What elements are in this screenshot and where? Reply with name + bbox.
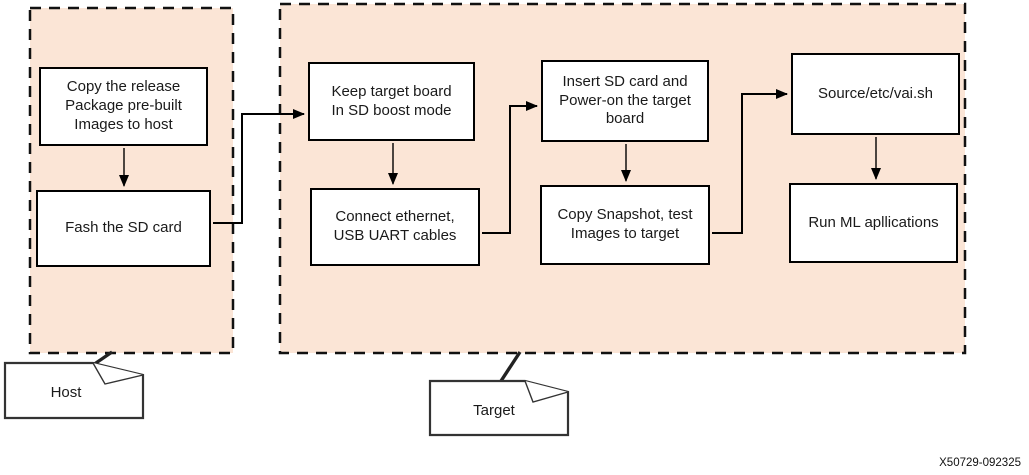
- host-callout-label: Host: [50, 383, 82, 401]
- host-callout-shape: [3, 350, 145, 420]
- node-flash-sd-card: Fash the SD card: [36, 190, 211, 267]
- node-insert-sd-power-on: Insert SD card and Power-on the target b…: [541, 60, 709, 142]
- node-copy-release: Copy the release Package pre-built Image…: [39, 67, 208, 146]
- connector-snapshot-to-source: [712, 89, 788, 234]
- node-run-ml-apps: Run ML apllications: [789, 183, 958, 263]
- target-callout-shape: [428, 351, 570, 437]
- connector-connect-to-insert: [482, 101, 538, 234]
- node-copy-snapshot: Copy Snapshot, test Images to target: [540, 185, 710, 265]
- node-keep-target-board: Keep target board In SD boost mode: [308, 62, 475, 141]
- figure-code: X50729-092325: [939, 457, 1021, 469]
- host-region: [28, 6, 235, 355]
- node-connect-cables: Connect ethernet, USB UART cables: [310, 188, 480, 266]
- connector-flash-to-keep: [213, 109, 305, 224]
- target-callout-label: Target: [473, 401, 515, 419]
- node-source-vai: Source/etc/vai.sh: [791, 53, 960, 135]
